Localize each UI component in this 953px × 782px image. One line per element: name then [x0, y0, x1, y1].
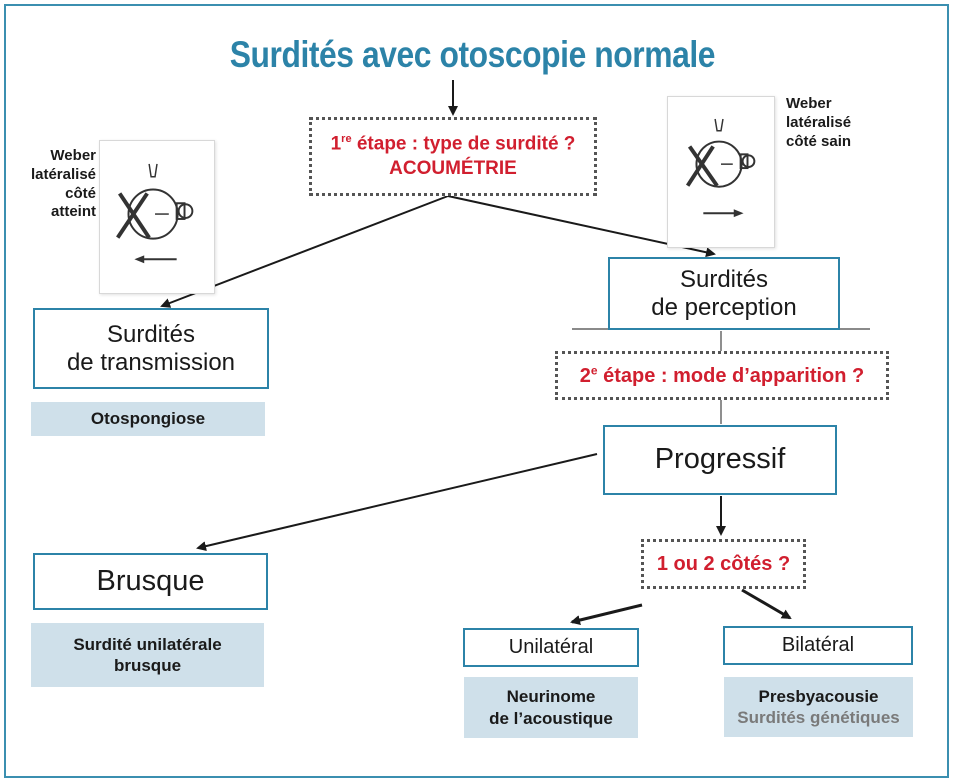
arrow-progressif-to-brusque [196, 453, 598, 552]
step1-question-line1: 1re étape : type de surdité ? [330, 132, 576, 154]
sides-question: 1 ou 2 côtés ? [641, 539, 806, 589]
weber-right-label: Weber latéralisé côté sain [786, 95, 852, 150]
page-title: Surdités avec otoscopie normale [229, 34, 716, 75]
step2-question: 2e étape : mode d’apparition ? [555, 351, 889, 400]
unilateral-box: Unilatéral [463, 628, 639, 667]
step1-question: 1re étape : type de surdité ? ACOUMÉTRIE [309, 117, 597, 196]
step2-question-text: 2e étape : mode d’apparition ? [579, 362, 865, 387]
brusque-tag: Surdité unilatérale brusque [31, 623, 264, 687]
head-tuning-fork-icon [116, 163, 194, 264]
arrow-sides-to-unilateral [570, 603, 643, 625]
bilateral-tag: Presbyacousie Surdités génétiques [724, 677, 913, 737]
unilateral-tag: Neurinome de l’acoustique [464, 677, 638, 738]
bilateral-tag-muted: Surdités génétiques [737, 708, 900, 727]
line-sides-to-bilateral [741, 588, 792, 620]
progressif-box: Progressif [603, 425, 837, 495]
transmission-box: Surdités de transmission [33, 308, 269, 389]
brusque-box: Brusque [33, 553, 268, 610]
weber-right-card [667, 96, 775, 248]
weber-left-card [99, 140, 215, 294]
step1-question-line2: ACOUMÉTRIE [389, 157, 517, 179]
perception-box: Surdités de perception [608, 257, 840, 330]
head-tuning-fork-icon [685, 118, 756, 218]
bilateral-box: Bilatéral [723, 626, 913, 665]
diagram-frame [4, 4, 949, 778]
weber-left-label: Weber latéralisé côté atteint [30, 147, 96, 221]
transmission-tag: Otospongiose [31, 402, 265, 436]
